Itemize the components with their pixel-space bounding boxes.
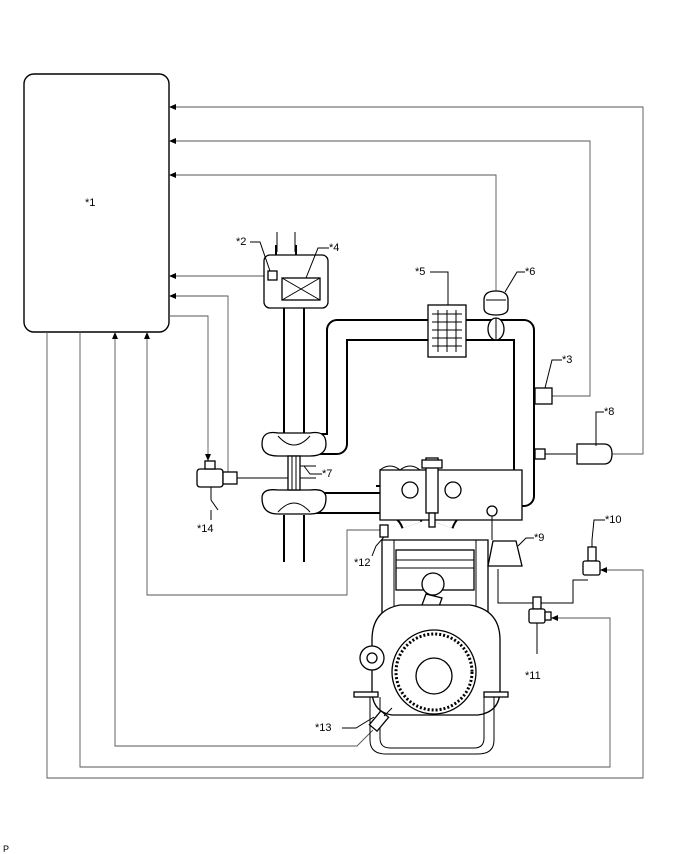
label-4: *4: [329, 242, 339, 254]
label-2: *2: [236, 236, 246, 248]
leader-lines: [210, 241, 605, 729]
sensor-8: [534, 443, 613, 465]
label-6: *6: [525, 266, 535, 278]
label-3: *3: [562, 354, 572, 366]
turbocharger: [261, 431, 327, 515]
sensor-12: [379, 524, 389, 538]
label-9: *9: [534, 532, 544, 544]
label-13: *13: [315, 722, 332, 734]
valve-10: [582, 540, 601, 576]
sensor-13: [368, 707, 393, 733]
label-10: *10: [605, 514, 622, 526]
signal-lines: [46, 104, 644, 779]
engine: [353, 457, 523, 755]
label-11: *11: [525, 670, 541, 682]
label-14: *14: [197, 523, 214, 535]
label-8: *8: [604, 406, 614, 418]
canister-9: [486, 505, 523, 567]
label-1: *1: [85, 197, 95, 209]
air-flow-meter: [263, 254, 329, 309]
label-7: *7: [322, 468, 332, 480]
intercooler: [427, 304, 467, 358]
component-14: [196, 460, 288, 511]
label-12: *12: [354, 557, 371, 569]
sensor-3: [534, 387, 553, 405]
label-5: *5: [415, 266, 425, 278]
control-unit-box: [23, 73, 170, 333]
throttle-body: [483, 290, 509, 341]
corner-mark: P: [3, 844, 9, 854]
valve-11: [528, 596, 552, 636]
